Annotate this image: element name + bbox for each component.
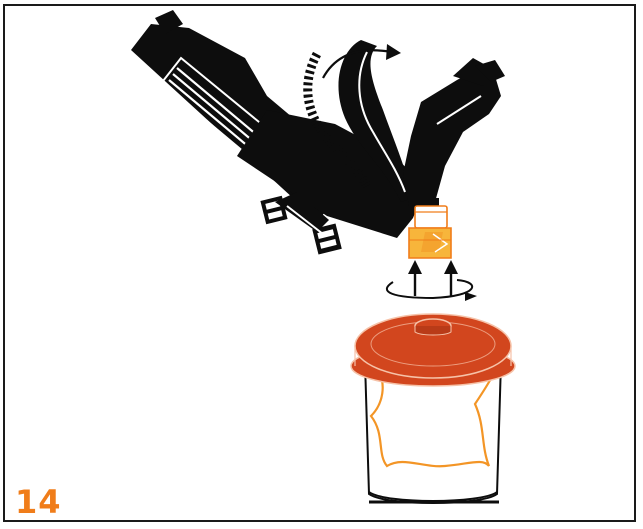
adapter-top-nut <box>415 206 447 228</box>
gun-head <box>403 70 501 206</box>
paint-cup <box>351 314 515 503</box>
push-up-arrow <box>444 260 458 296</box>
push-up-arrow <box>408 260 422 296</box>
cup-adapter <box>409 206 451 258</box>
assembly-illustration <box>5 6 636 522</box>
rotate-arrow <box>387 280 477 301</box>
instruction-panel: 14 <box>3 4 636 522</box>
spray-gun <box>131 10 505 255</box>
step-number: 14 <box>15 486 62 518</box>
